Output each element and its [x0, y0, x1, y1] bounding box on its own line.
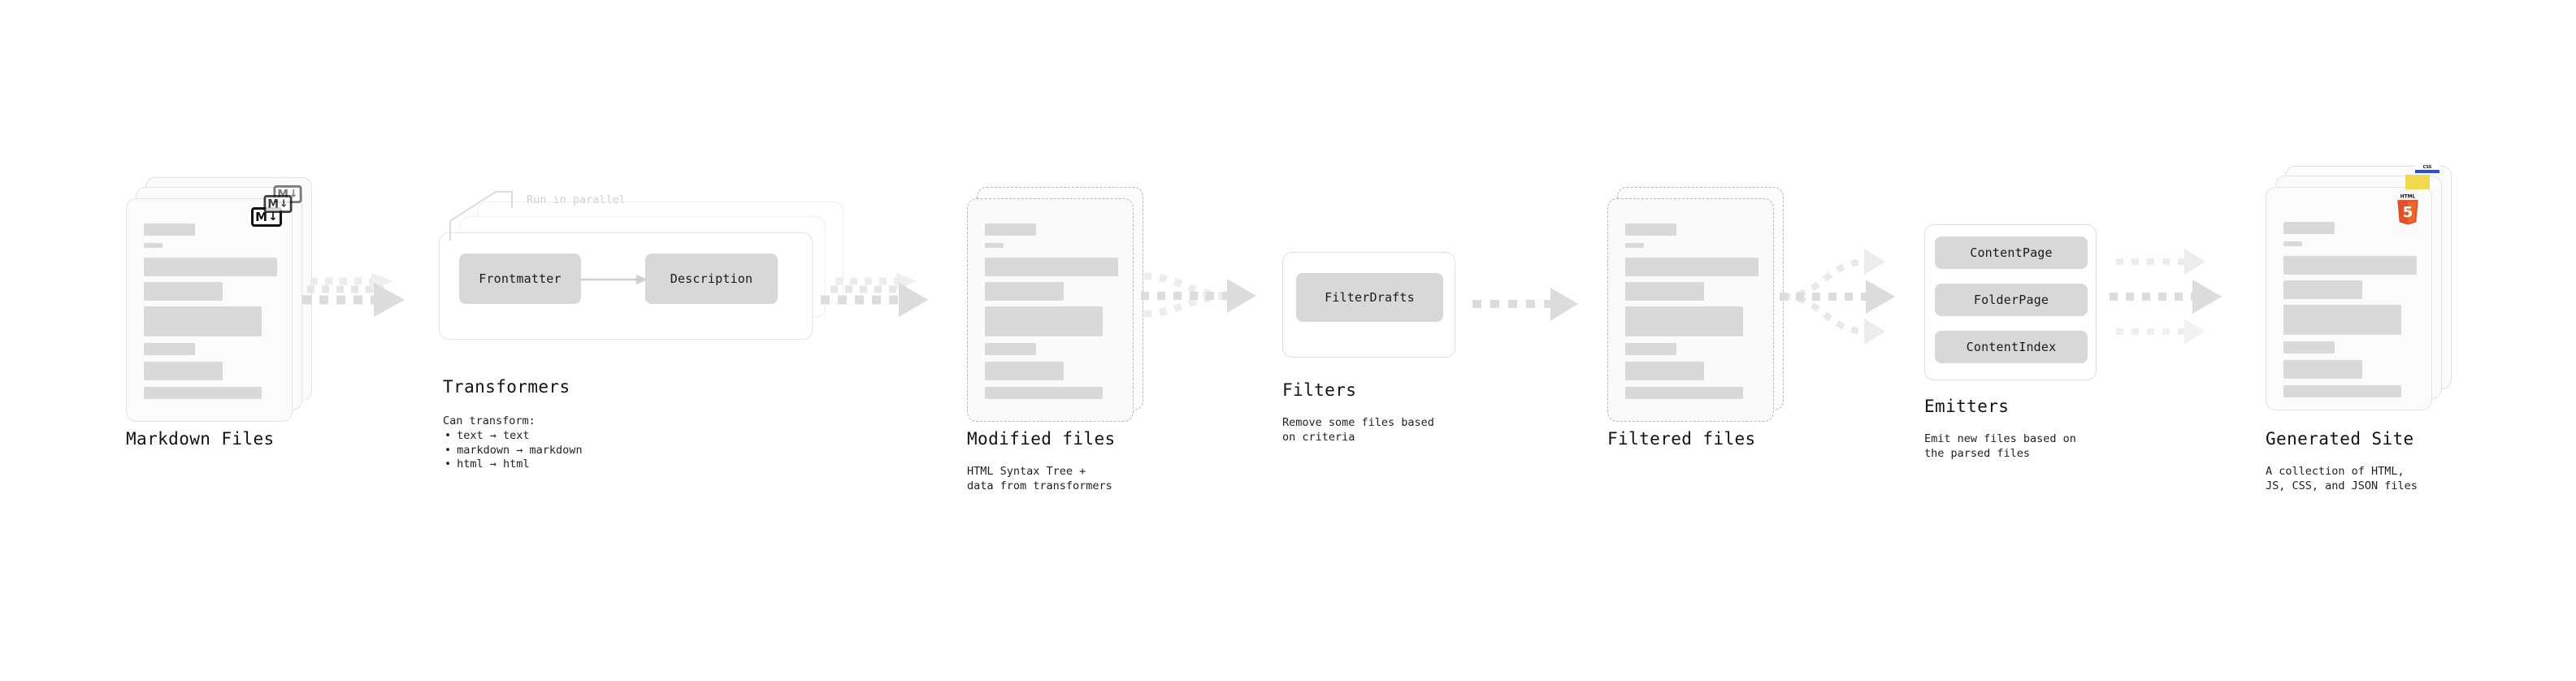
skeleton-bar: [1625, 387, 1743, 399]
skeleton-bar: [1625, 282, 1704, 301]
transform-heading: Can transform:: [443, 414, 536, 427]
html5-icon: HTML 5: [2394, 193, 2422, 228]
svg-text:HTML: HTML: [2400, 194, 2416, 199]
filter-pill-filterdrafts[interactable]: FilterDrafts: [1296, 273, 1443, 322]
stage-sub-transformers: Can transform: text → text markdown → ma…: [443, 414, 583, 472]
skeleton-bar: [2283, 256, 2417, 275]
markdown-icon: M↓: [262, 194, 293, 214]
svg-text:5: 5: [2403, 204, 2413, 221]
skeleton-bar: [144, 258, 277, 276]
transformer-inner-arrow: [581, 275, 648, 284]
transform-item: html → html: [443, 458, 583, 472]
connector-emitters-to-site: [2110, 249, 2222, 345]
transform-item: markdown → markdown: [443, 444, 582, 458]
filtered-doc-front: [1607, 198, 1774, 422]
connector-modified-to-filters: [1141, 272, 1256, 318]
skeleton-bar: [1625, 258, 1759, 276]
skeleton-bar: [1625, 243, 1644, 248]
stage-sub-filters: Remove some files based on criteria: [1282, 416, 1434, 444]
css-icon: CSS: [2415, 163, 2439, 173]
js-icon: [2405, 175, 2430, 189]
skeleton-bar: [985, 223, 1036, 236]
skeleton-bar: [2283, 241, 2302, 246]
transform-list: text → text markdown → markdown html → h…: [443, 429, 583, 472]
emitters-group-box: ContentPage FolderPage ContentIndex: [1924, 224, 2097, 380]
markdown-doc-front: M↓: [126, 198, 293, 422]
skeleton-bar: [144, 223, 195, 236]
skeleton-bar: [985, 258, 1118, 276]
skeleton-bar: [2283, 385, 2401, 397]
emitter-pill-folderpage[interactable]: FolderPage: [1935, 284, 2088, 316]
connector-transformers-to-modified: [821, 273, 928, 317]
skeleton-bar: [144, 243, 163, 248]
skeleton-bar: [2283, 341, 2335, 354]
stage-title-filtered-files: Filtered files: [1607, 429, 1756, 449]
skeleton-bar: [144, 306, 262, 336]
skeleton-bar: [985, 282, 1064, 301]
skeleton-bar: [144, 343, 195, 355]
modified-doc-front: [967, 198, 1134, 422]
skeleton-bar: [2283, 222, 2335, 234]
parallel-bracket: [449, 191, 513, 241]
stage-title-emitters: Emitters: [1924, 397, 2010, 416]
stage-title-modified-files: Modified files: [967, 429, 1116, 449]
site-doc-front-html: HTML 5: [2266, 187, 2432, 410]
stage-sub-emitters: Emit new files based on the parsed files: [1924, 432, 2076, 460]
connector-filtered-to-emitters: [1780, 249, 1895, 345]
skeleton-bar: [985, 387, 1103, 399]
filters-group-box: FilterDrafts: [1282, 252, 1455, 358]
stage-title-generated-site: Generated Site: [2266, 429, 2414, 449]
stage-title-filters: Filters: [1282, 380, 1357, 400]
connector-markdown-to-transformers: [302, 273, 405, 317]
skeleton-bar: [144, 387, 262, 399]
emitter-pill-contentindex[interactable]: ContentIndex: [1935, 331, 2088, 363]
connector-filters-to-filtered: [1472, 288, 1578, 321]
skeleton-bar: [985, 362, 1064, 380]
skeleton-bar: [144, 282, 223, 301]
stage-sub-modified-files: HTML Syntax Tree + data from transformer…: [967, 465, 1112, 492]
skeleton-bar: [144, 362, 223, 380]
skeleton-bar: [2283, 280, 2362, 299]
stage-sub-generated-site: A collection of HTML, JS, CSS, and JSON …: [2266, 465, 2418, 492]
skeleton-bar: [985, 243, 1004, 248]
skeleton-bar: [1625, 362, 1704, 380]
skeleton-bar: [985, 306, 1103, 336]
stage-title-markdown-files: Markdown Files: [126, 429, 275, 449]
stage-title-transformers: Transformers: [443, 377, 570, 397]
skeleton-bar: [1625, 306, 1743, 336]
transformer-pill-frontmatter[interactable]: Frontmatter: [459, 254, 581, 304]
skeleton-bar: [2283, 305, 2401, 335]
skeleton-bar: [2283, 360, 2362, 379]
skeleton-bar: [1625, 343, 1676, 355]
skeleton-bar: [985, 343, 1036, 355]
transformer-pill-description[interactable]: Description: [645, 254, 778, 304]
emitter-pill-contentpage[interactable]: ContentPage: [1935, 236, 2088, 269]
skeleton-bar: [1625, 223, 1676, 236]
transform-item: text → text: [443, 429, 583, 444]
html5-shield: HTML 5: [2397, 194, 2418, 225]
parallel-label: Run in parallel: [527, 193, 626, 206]
transformer-layer-front: Frontmatter Description: [439, 232, 813, 340]
